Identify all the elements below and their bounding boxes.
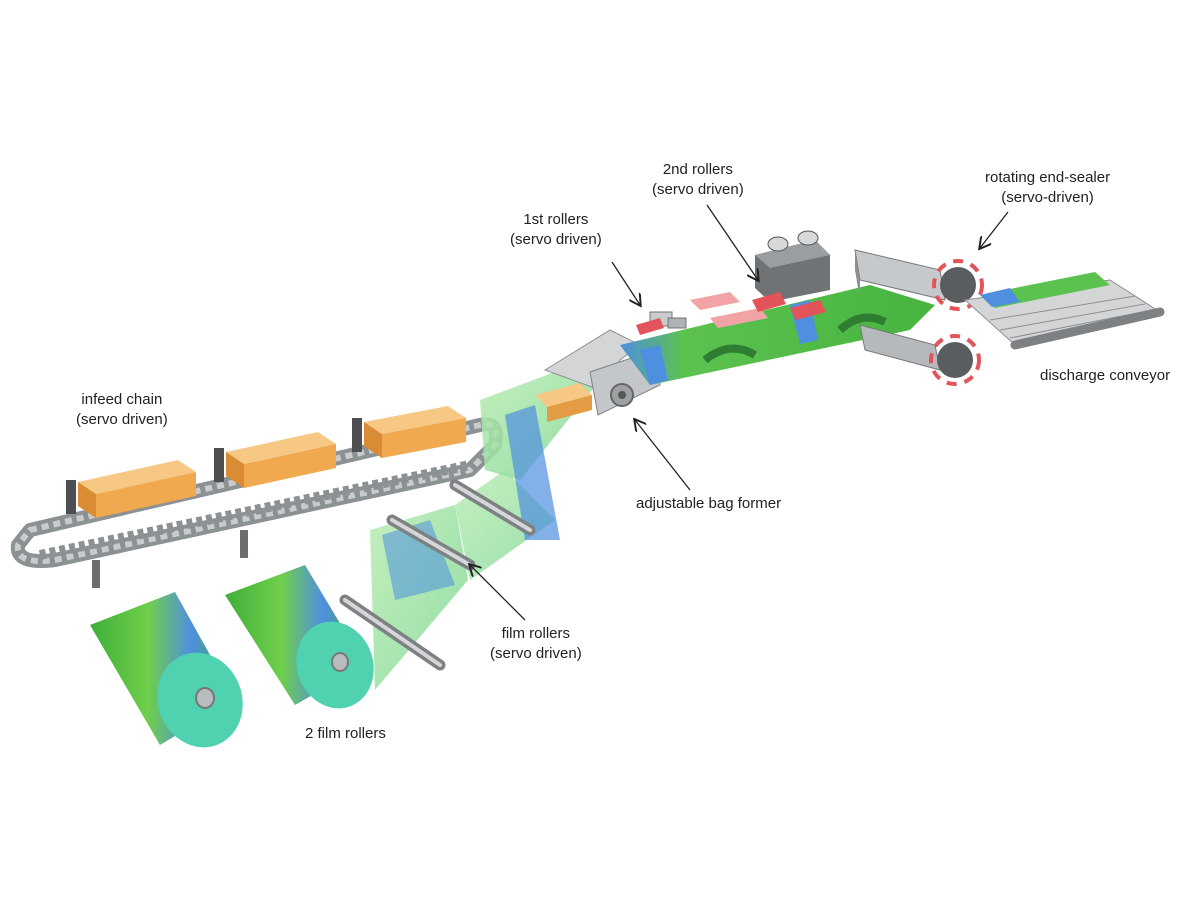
first-rollers (636, 292, 768, 335)
product (535, 383, 592, 422)
label-two-film-rollers: 2 film rollers (305, 725, 386, 742)
product (226, 432, 336, 488)
end-sealer (854, 249, 984, 386)
label-discharge-conveyor: discharge conveyor (1040, 367, 1171, 384)
label-bag-former: adjustable bag former (636, 495, 782, 512)
second-rollers (752, 230, 830, 320)
finished-bag (980, 272, 1110, 308)
label-first-rollers: 1st rollers (servo driven) (510, 211, 602, 248)
film-roller-bar (449, 479, 536, 536)
film-roll (90, 592, 243, 748)
film-roller-bar (339, 594, 446, 671)
callout-arrows (470, 204, 1009, 621)
label-film-rollers: film rollers (servo driven) (490, 625, 582, 662)
film-roll (225, 565, 374, 709)
product (364, 406, 466, 458)
label-second-rollers: 2nd rollers (servo driven) (652, 161, 744, 198)
label-end-sealer: rotating end-sealer (servo-driven) (985, 169, 1111, 206)
label-infeed-chain: infeed chain (servo driven) (76, 391, 168, 428)
product (78, 460, 196, 518)
film-roller-bar (386, 514, 476, 571)
